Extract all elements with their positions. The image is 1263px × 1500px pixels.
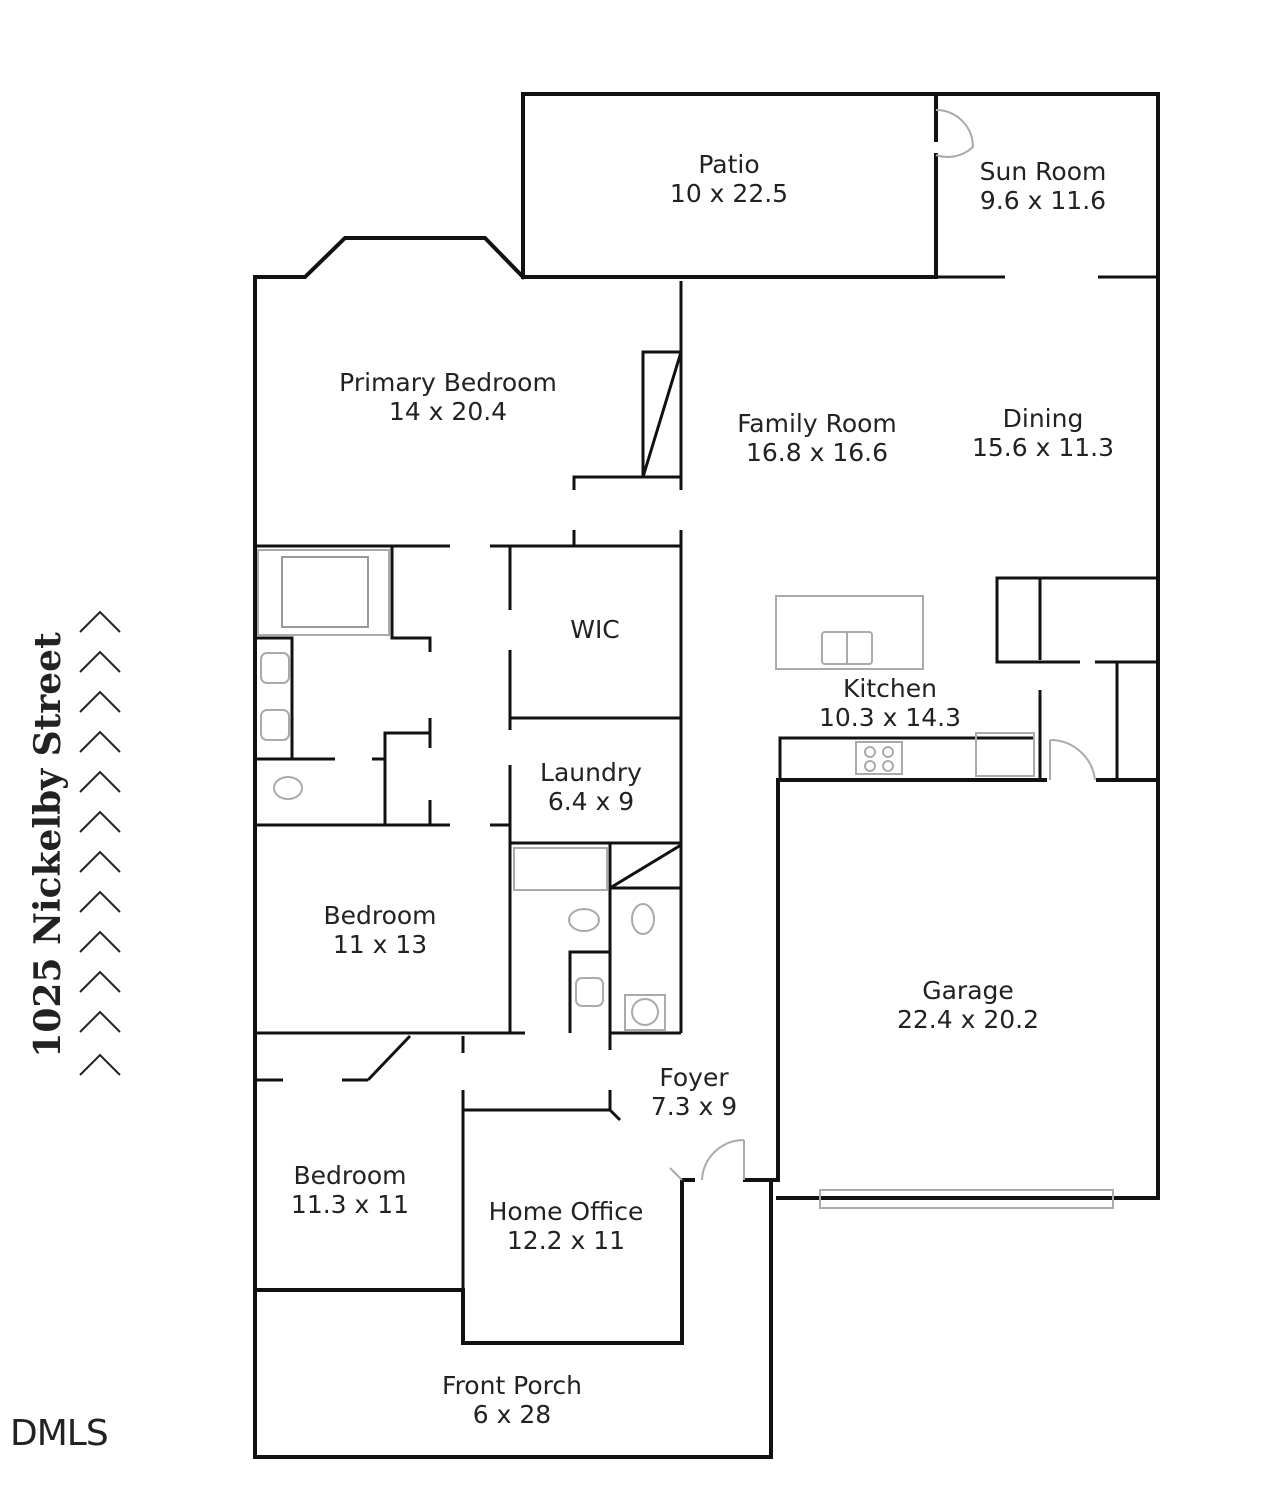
room-name: Sun Room: [979, 157, 1107, 186]
interior-walls: [255, 275, 1158, 1290]
sun-room-door: [935, 109, 975, 158]
fixtures: [257, 109, 1114, 1209]
room-garage: Garage 22.4 x 20.2: [897, 976, 1039, 1034]
room-name: Garage: [922, 976, 1014, 1005]
room-family-room: Family Room 16.8 x 16.6: [737, 409, 897, 467]
room-dims: 22.4 x 20.2: [896, 1005, 1040, 1034]
room-laundry: Laundry 6.4 x 9: [540, 758, 642, 816]
room-name: Front Porch: [442, 1371, 582, 1400]
shower-mosaic: [281, 556, 369, 628]
room-dims: 7.3 x 9: [650, 1092, 738, 1121]
water-heater: [624, 994, 666, 1031]
vanity-sink-1: [260, 652, 290, 684]
room-foyer: Foyer 7.3 x 9: [651, 1063, 737, 1121]
room-kitchen: Kitchen 10.3 x 14.3: [819, 674, 961, 732]
street-address: 1025 Nickelby Street: [27, 632, 69, 1058]
room-name: WIC: [570, 615, 620, 644]
room-dims: 10 x 22.5: [669, 179, 789, 208]
toilet-primary: [273, 776, 303, 800]
front-door: [701, 1138, 745, 1181]
mls-logo: DMLS: [10, 1413, 109, 1454]
room-dims: 10.3 x 14.3: [818, 703, 962, 732]
room-dims: 6.4 x 9: [547, 787, 635, 816]
street-direction-arrows: [79, 610, 121, 1076]
room-name: Laundry: [540, 758, 642, 787]
room-name: Bedroom: [323, 901, 437, 930]
room-dims: 16.8 x 16.6: [745, 438, 889, 467]
room-home-office: Home Office 12.2 x 11: [489, 1197, 644, 1255]
hall-sink: [575, 977, 604, 1007]
room-name: Kitchen: [843, 674, 937, 703]
shower: [257, 549, 390, 636]
room-name: Dining: [1002, 404, 1084, 433]
room-dims: 6 x 28: [472, 1400, 552, 1429]
room-sun-room: Sun Room 9.6 x 11.6: [980, 157, 1107, 215]
room-name: Bedroom: [293, 1161, 407, 1190]
toilet-hall-1: [568, 908, 600, 932]
room-patio: Patio 10 x 22.5: [670, 150, 788, 208]
room-dims: 12.2 x 11: [506, 1226, 626, 1255]
room-name: Primary Bedroom: [339, 368, 557, 397]
room-dims: 14 x 20.4: [388, 397, 508, 426]
refrigerator: [975, 732, 1035, 777]
room-front-porch: Front Porch 6 x 28: [442, 1371, 582, 1429]
toilet-hall-2: [631, 903, 655, 935]
room-dims: 9.6 x 11.6: [979, 186, 1107, 215]
room-dining: Dining 15.6 x 11.3: [972, 404, 1114, 462]
room-name: Foyer: [659, 1063, 729, 1092]
room-bedroom-2: Bedroom 11 x 13: [323, 901, 436, 959]
room-dims: 15.6 x 11.3: [971, 433, 1115, 462]
room-bedroom-3: Bedroom 11.3 x 11: [291, 1161, 409, 1219]
exterior-walls: [253, 92, 1160, 1459]
kitchen-island: [775, 595, 924, 670]
room-wic: WIC: [570, 615, 620, 644]
room-dims: 11 x 13: [332, 930, 428, 959]
room-name: Family Room: [737, 409, 897, 438]
room-dims: 11.3 x 11: [290, 1190, 410, 1219]
bathtub: [513, 847, 608, 891]
cooktop: [855, 741, 903, 775]
room-name: Home Office: [488, 1197, 644, 1226]
room-name: Patio: [698, 150, 760, 179]
garage-door: [819, 1189, 1114, 1209]
room-primary-bedroom: Primary Bedroom 14 x 20.4: [339, 368, 557, 426]
vanity-sink-2: [260, 709, 290, 741]
garage-entry-door: [1049, 738, 1096, 781]
